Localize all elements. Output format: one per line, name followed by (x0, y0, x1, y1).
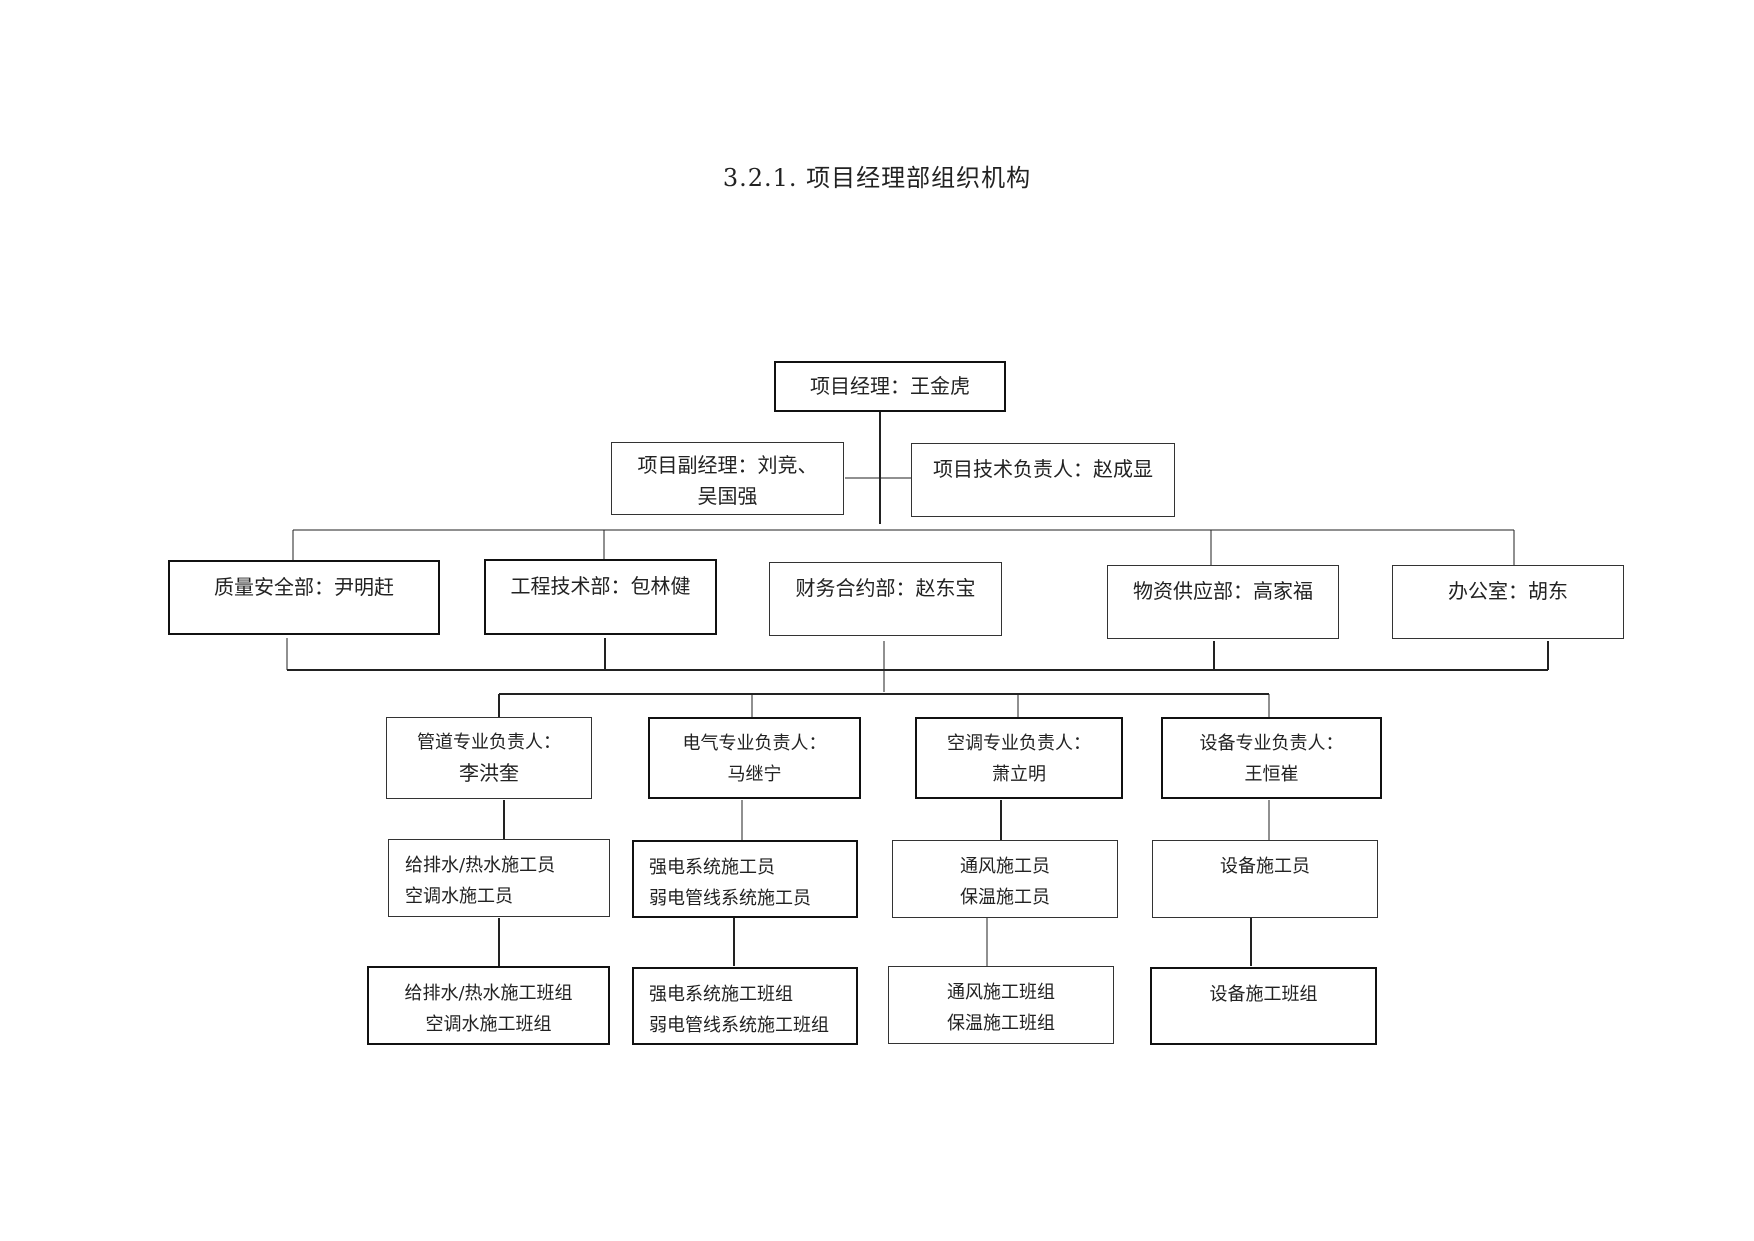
worker-hvac-line1: 通风施工员 (960, 856, 1050, 877)
worker-hvac-box: 通风施工员 保温施工员 (892, 840, 1118, 918)
worker-pipe-line2: 空调水施工员 (405, 886, 513, 907)
lead-elec-title: 电气专业负责人： (682, 733, 827, 754)
team-hvac-line2: 保温施工班组 (947, 1013, 1055, 1034)
dept-materials-box: 物资供应部：高家福 (1107, 565, 1339, 639)
team-pipe-line2: 空调水施工班组 (425, 1014, 552, 1035)
worker-pipe-line1: 给排水/热水施工员 (405, 855, 556, 876)
team-pipe-line1: 给排水/热水施工班组 (404, 983, 573, 1004)
lead-equip-name: 王恒崔 (1244, 764, 1299, 785)
lead-elec-name: 马继宁 (727, 764, 782, 785)
dept-finance-box: 财务合约部：赵东宝 (769, 562, 1002, 636)
team-hvac-line1: 通风施工班组 (947, 982, 1055, 1003)
worker-equip-line1: 设备施工员 (1220, 856, 1310, 877)
dept-quality-label: 质量安全部：尹明赶 (214, 575, 394, 599)
worker-pipe-box: 给排水/热水施工员 空调水施工员 (388, 839, 610, 917)
lead-pipe-box: 管道专业负责人： 李洪奎 (386, 717, 592, 799)
worker-elec-line1: 强电系统施工员 (649, 857, 775, 878)
worker-equip-box: 设备施工员 (1152, 840, 1378, 918)
page-title: 3.2.1. 项目经理部组织机构 (722, 164, 1032, 192)
team-elec-line2: 弱电管线系统施工班组 (649, 1015, 829, 1036)
lead-pipe-name: 李洪奎 (459, 761, 519, 785)
dept-office-box: 办公室：胡东 (1392, 565, 1624, 639)
deputy-manager-label-line1: 项目副经理：刘竞、 (637, 453, 818, 477)
tech-lead-label: 项目技术负责人：赵成显 (933, 457, 1153, 481)
worker-hvac-line2: 保温施工员 (960, 887, 1050, 908)
dept-engineering-label: 工程技术部：包林健 (510, 574, 691, 598)
lead-elec-box: 电气专业负责人： 马继宁 (648, 717, 861, 799)
team-equip-line1: 设备施工班组 (1209, 984, 1318, 1005)
dept-finance-label: 财务合约部：赵东宝 (795, 576, 976, 600)
team-hvac-box: 通风施工班组 保温施工班组 (888, 966, 1114, 1044)
dept-engineering-box: 工程技术部：包林健 (484, 559, 717, 635)
dept-quality-box: 质量安全部：尹明赶 (168, 560, 440, 635)
worker-elec-line2: 弱电管线系统施工员 (649, 888, 811, 909)
team-pipe-box: 给排水/热水施工班组 空调水施工班组 (367, 966, 610, 1045)
dept-office-label: 办公室：胡东 (1448, 579, 1568, 603)
project-manager-label: 项目经理：王金虎 (810, 374, 970, 398)
team-equip-box: 设备施工班组 (1150, 967, 1377, 1045)
team-elec-line1: 强电系统施工班组 (649, 984, 793, 1005)
dept-materials-label: 物资供应部：高家福 (1133, 579, 1313, 603)
lead-hvac-box: 空调专业负责人： 萧立明 (915, 717, 1123, 799)
lead-equip-box: 设备专业负责人： 王恒崔 (1161, 717, 1382, 799)
worker-elec-box: 强电系统施工员 弱电管线系统施工员 (632, 840, 858, 918)
project-manager-box: 项目经理：王金虎 (774, 361, 1006, 412)
lead-hvac-title: 空调专业负责人： (947, 733, 1091, 754)
lead-hvac-name: 萧立明 (992, 764, 1046, 785)
deputy-manager-box: 项目副经理：刘竞、 吴国强 (611, 442, 844, 515)
tech-lead-box: 项目技术负责人：赵成显 (911, 443, 1175, 517)
team-elec-box: 强电系统施工班组 弱电管线系统施工班组 (632, 967, 858, 1045)
lead-equip-title: 设备专业负责人： (1199, 733, 1344, 754)
lead-pipe-title: 管道专业负责人： (417, 732, 561, 753)
deputy-manager-label-line2: 吴国强 (697, 484, 758, 508)
